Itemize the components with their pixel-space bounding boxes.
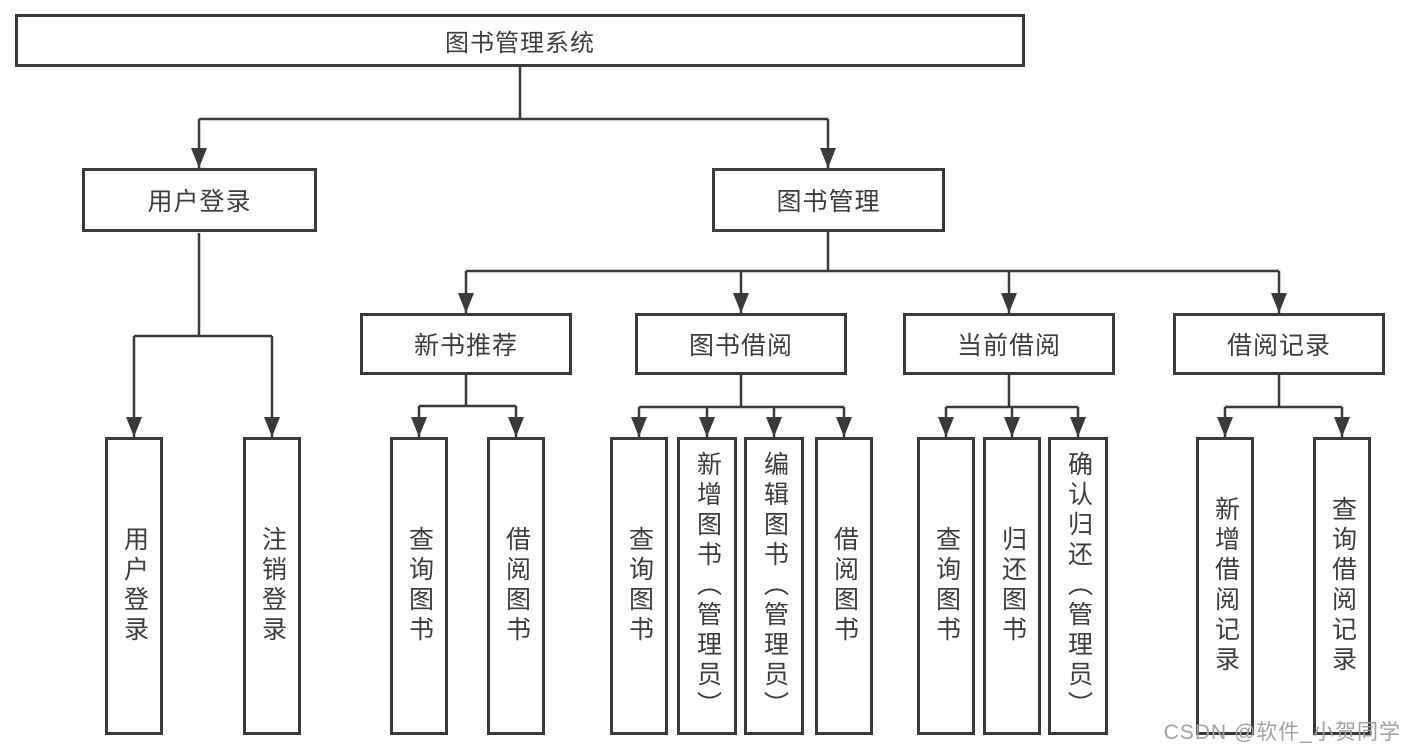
node-library-system: 图书管理系统 [15,14,1025,67]
leaf-label: 确认归还（管理员） [1064,451,1093,721]
node-borrow-records: 借阅记录 [1173,313,1385,375]
leaf-logout: 注销登录 [243,437,301,735]
leaf-query-books-current: 查询图书 [917,437,975,735]
leaf-borrow-books-recommend: 借阅图书 [487,437,545,735]
leaf-label: 新增图书（管理员） [693,451,722,721]
leaf-confirm-return-admin: 确认归还（管理员） [1048,437,1108,735]
csdn-watermark: CSDN @软件_小贺同学 [1163,721,1401,744]
leaf-label: 借阅图书 [502,526,531,646]
leaf-edit-book-admin: 编辑图书（管理员） [744,437,804,735]
node-book-management: 图书管理 [712,168,945,232]
connector-newbooks-to-leaves [417,375,518,437]
leaf-add-borrow-record: 新增借阅记录 [1196,437,1254,735]
leaf-query-borrow-record: 查询借阅记录 [1313,437,1371,735]
leaf-label: 注销登录 [258,526,287,646]
connector-records-to-leaves [1223,375,1344,437]
leaf-query-books-borrow: 查询图书 [610,437,668,735]
leaf-add-book-admin: 新增图书（管理员） [677,437,737,735]
leaf-user-login: 用户登录 [105,437,163,735]
leaf-label: 用户登录 [120,526,149,646]
leaf-label: 查询图书 [932,526,961,646]
node-user-login: 用户登录 [82,168,317,232]
node-new-book-recommend: 新书推荐 [360,313,572,375]
leaf-query-books-recommend: 查询图书 [390,437,448,735]
leaf-borrow-books: 借阅图书 [815,437,873,735]
connector-root-to-level2 [197,67,830,168]
leaf-label: 归还图书 [998,526,1027,646]
leaf-return-book: 归还图书 [983,437,1041,735]
leaf-label: 查询图书 [625,526,654,646]
node-book-borrowing: 图书借阅 [635,313,847,375]
node-current-borrowing: 当前借阅 [903,313,1115,375]
leaf-label: 查询图书 [405,526,434,646]
leaf-label: 借阅图书 [830,526,859,646]
connector-bookborrow-to-leaves [637,375,846,437]
leaf-label: 新增借阅记录 [1211,496,1240,676]
connector-paths [132,67,1344,437]
connector-bookmgmt-to-level3 [464,232,1281,313]
leaf-label: 编辑图书（管理员） [760,451,789,721]
connector-userlogin-to-leaves [132,233,274,437]
leaf-label: 查询借阅记录 [1328,496,1357,676]
